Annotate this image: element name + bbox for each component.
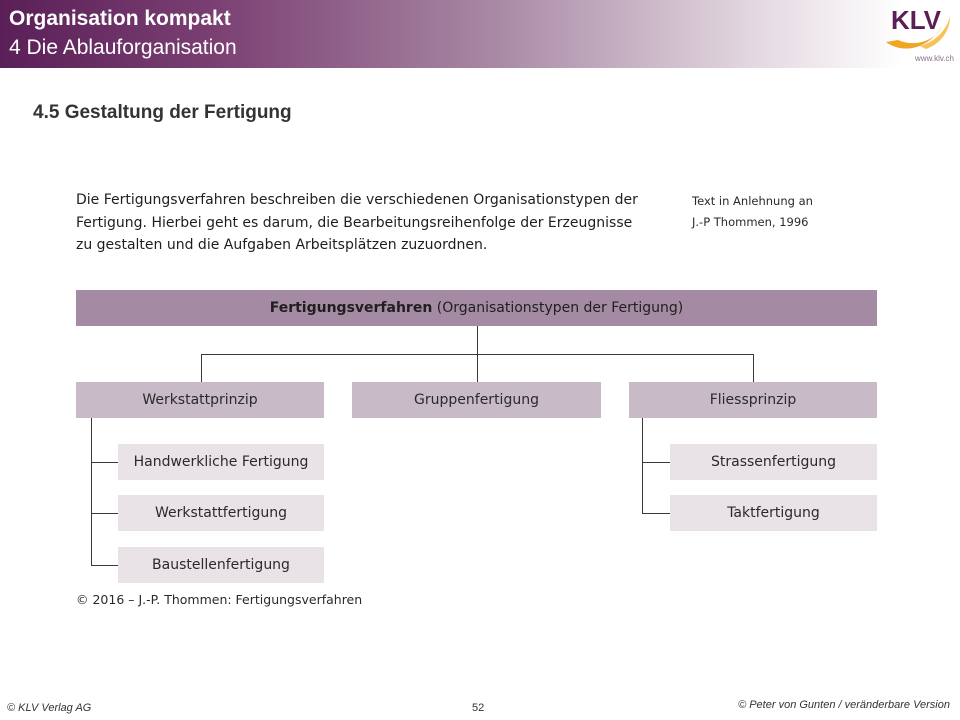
root-box-fertigungsverfahren: Fertigungsverfahren (Organisationstypen … [76,290,877,326]
klv-logo: KLV www.klv.ch [876,2,956,64]
connector-to-werkstattprinzip [201,354,202,382]
connector-to-gruppenfertigung [477,354,478,382]
box-werkstattprinzip: Werkstattprinzip [76,382,324,418]
connector-werkstattfertigung [91,513,118,514]
connector-strassen [642,462,670,463]
klv-logo-text: KLV [891,5,942,35]
source-note: Text in Anlehnung an J.-P Thommen, 1996 [692,194,813,229]
box-strassenfertigung: Strassenfertigung [670,444,877,480]
box-handwerkliche-fertigung: Handwerkliche Fertigung [118,444,324,480]
header-title: Organisation kompakt [9,7,231,30]
klv-logo-lettering: KLV [891,5,942,35]
connector-werkstatt-vertical [91,418,92,565]
connector-fliess-vertical [642,418,643,514]
box-werkstattfertigung: Werkstattfertigung [118,495,324,531]
footer-author: © Peter von Gunten / veränderbare Versio… [738,699,950,711]
header-band: Organisation kompakt 4 Die Ablauforganis… [0,0,960,68]
header-subtitle: 4 Die Ablauforganisation [9,36,237,59]
box-baustellenfertigung: Baustellenfertigung [118,547,324,583]
connector-baustelle [91,565,118,566]
klv-swoosh-icon [886,16,950,49]
box-gruppenfertigung: Gruppenfertigung [352,382,601,418]
footer-publisher: © KLV Verlag AG [7,702,92,714]
connector-handwerklich [91,462,118,463]
box-fliessprinzip: Fliessprinzip [629,382,877,418]
intro-text: Die Fertigungsverfahren beschreiben die … [76,192,638,253]
box-taktfertigung: Taktfertigung [670,495,877,531]
figure-copyright: © 2016 – J.-P. Thommen: Fertigungsverfah… [76,592,363,607]
root-label-rest: (Organisationstypen der Fertigung) [432,300,684,316]
section-title: 4.5 Gestaltung der Fertigung [33,102,292,123]
connector-root-down [477,326,478,355]
root-label-bold: Fertigungsverfahren [269,300,433,316]
page-number: 52 [472,702,485,714]
logo-url: www.klv.ch [915,54,954,63]
connector-takt [642,513,670,514]
connector-to-fliessprinzip [753,354,754,382]
